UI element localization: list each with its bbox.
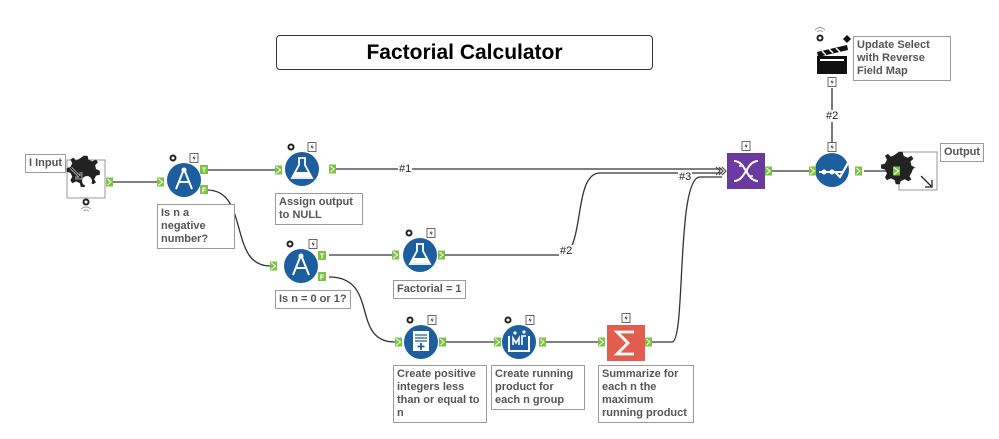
label-multi-row: Create running product for each n group [491, 365, 585, 410]
formula-icon [408, 243, 432, 265]
label-generate-rows: Create positive integers less than or eq… [393, 365, 487, 423]
label-input: I Input [25, 154, 66, 173]
wire-zeroone-false-generate[interactable] [328, 276, 396, 343]
action-icon [817, 35, 851, 74]
connection-label: #3 [678, 171, 693, 183]
tool-output[interactable] [881, 151, 938, 191]
connection-label: #2 [559, 245, 574, 257]
summarize-icon [613, 330, 634, 356]
connection-label: #1 [398, 163, 413, 175]
label-summarize: Summarize for each n the maximum running… [598, 365, 694, 423]
tool-formula-null[interactable] [274, 142, 337, 187]
label-filter-negative: Is n a negative number? [157, 204, 235, 249]
tool-filter-zero-one[interactable]: T F [269, 239, 326, 284]
tool-input[interactable] [66, 155, 114, 206]
true-anchor[interactable]: T [202, 168, 207, 175]
label-output: Output [940, 143, 985, 162]
connection-label: #2 [825, 110, 840, 122]
label-formula-null: Assign output to NULL [275, 193, 363, 225]
macro-input-icon [66, 155, 100, 188]
workflow-title: Factorial Calculator [276, 35, 653, 70]
label-formula-one: Factorial = 1 [393, 280, 466, 299]
tool-filter-negative[interactable]: T F [156, 153, 208, 198]
wire-one-union[interactable] [445, 172, 722, 256]
tool-multi-row[interactable] [493, 315, 547, 360]
false-anchor[interactable]: F [320, 275, 325, 282]
tool-union[interactable] [715, 141, 773, 190]
formula-icon [290, 157, 314, 179]
tool-generate-rows[interactable] [394, 315, 447, 360]
filter-icon [292, 253, 310, 276]
multi-row-formula-icon [508, 330, 530, 352]
label-action: Update Select with Reverse Field Map [853, 36, 951, 81]
filter-icon [175, 167, 193, 190]
dynamic-select-icon [819, 162, 849, 179]
tool-action[interactable] [814, 27, 851, 87]
label-filter-zero-one: Is n = 0 or 1? [275, 290, 351, 309]
false-anchor[interactable]: F [202, 188, 207, 195]
generate-rows-icon [413, 331, 429, 351]
tool-summarize[interactable] [597, 313, 653, 362]
tool-formula-one[interactable] [391, 228, 446, 273]
union-icon [733, 160, 759, 182]
tool-dynamic-select[interactable] [808, 142, 863, 188]
true-anchor[interactable]: T [320, 254, 325, 261]
wire-filter-false-zeroone[interactable] [206, 189, 271, 267]
wire-summarize-union[interactable] [652, 176, 722, 343]
